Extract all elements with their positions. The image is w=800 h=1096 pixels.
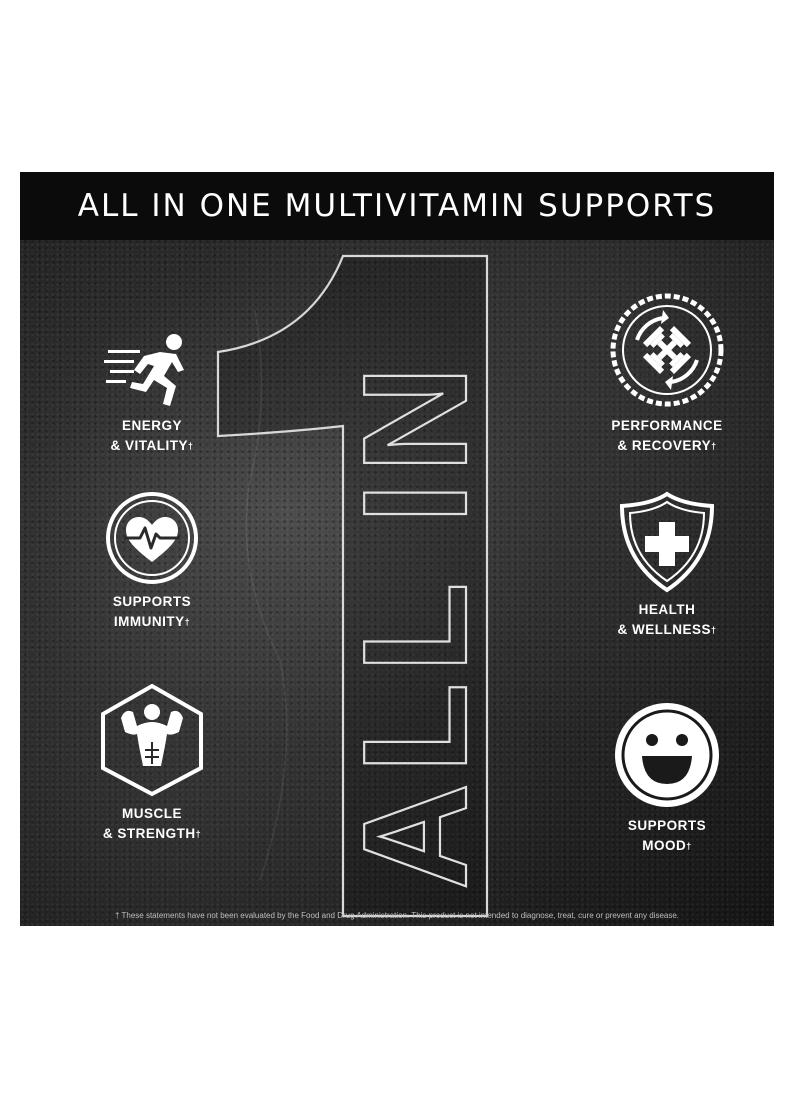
all-in-one-numeral-graphic: ALL IN [216, 254, 499, 918]
feature-muscle-strength: MUSCLE & STRENGTH† [67, 682, 237, 844]
dumbbell-cycle-icon [610, 293, 724, 407]
numeral-one-outline [216, 254, 489, 918]
feature-label: PERFORMANCE & RECOVERY† [611, 418, 723, 453]
medical-shield-icon [619, 491, 715, 593]
feature-label: ENERGY & VITALITY† [110, 418, 194, 453]
heartbeat-icon [106, 492, 198, 584]
feature-label: SUPPORTS MOOD† [627, 818, 707, 853]
feature-label: MUSCLE & STRENGTH† [102, 806, 202, 841]
all-in-text: ALL IN [333, 356, 498, 890]
infographic-panel: ALL IN ONE MULTIVITAMIN SUPPORTS ALL IN … [20, 172, 774, 926]
bodybuilder-icon [101, 683, 203, 797]
feature-supports-mood: SUPPORTS MOOD† [582, 700, 752, 856]
feature-performance-recovery: PERFORMANCE & RECOVERY† [582, 290, 752, 456]
fda-disclaimer: † These statements have not been evaluat… [114, 911, 680, 920]
page-title: ALL IN ONE MULTIVITAMIN SUPPORTS [77, 188, 717, 224]
running-man-icon [104, 334, 184, 406]
feature-label: SUPPORTS IMMUNITY† [112, 594, 192, 629]
smiley-face-icon [615, 703, 719, 807]
feature-energy-vitality: ENERGY & VITALITY† [67, 330, 237, 456]
feature-supports-immunity: SUPPORTS IMMUNITY† [67, 490, 237, 632]
feature-health-wellness: HEALTH & WELLNESS† [582, 490, 752, 640]
crack-line [245, 309, 288, 881]
header-bar: ALL IN ONE MULTIVITAMIN SUPPORTS [20, 172, 774, 240]
feature-label: HEALTH & WELLNESS† [617, 602, 717, 637]
